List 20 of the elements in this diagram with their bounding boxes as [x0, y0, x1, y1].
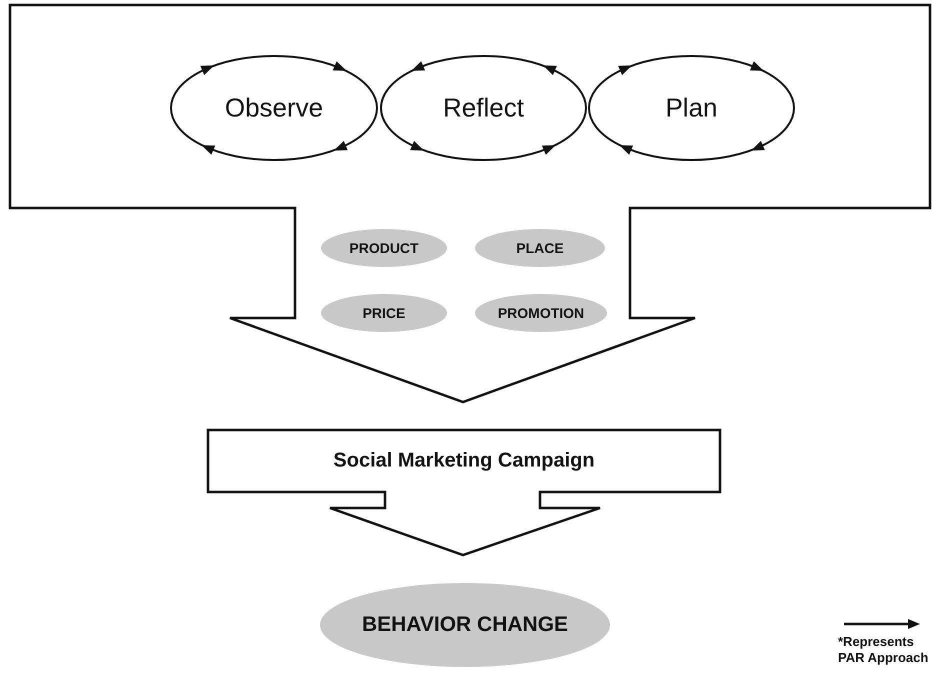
cycle-ellipse: [588, 55, 795, 161]
oval-node: [321, 294, 447, 332]
cycle-ellipse: [380, 55, 587, 161]
node-label: PLACE: [515, 240, 565, 256]
cycle-ellipse: [170, 55, 378, 161]
oval-node: [475, 294, 607, 332]
node-label: Observe: [224, 92, 324, 124]
block-arrow: [208, 430, 720, 555]
node-label: PRICE: [362, 305, 406, 321]
oval-node: [320, 583, 610, 667]
node-label: PROMOTION: [496, 305, 586, 321]
node-label: BEHAVIOR CHANGE: [360, 613, 570, 637]
node-label: PRODUCT: [348, 240, 420, 256]
block-arrow: [10, 5, 930, 402]
oval-node: [321, 229, 447, 267]
oval-node: [475, 229, 605, 267]
node-label: Social Marketing Campaign: [332, 450, 596, 472]
legend-text: *Represents PAR Approach: [838, 634, 930, 666]
node-label: Plan: [664, 92, 719, 124]
node-label: Reflect: [442, 92, 525, 124]
